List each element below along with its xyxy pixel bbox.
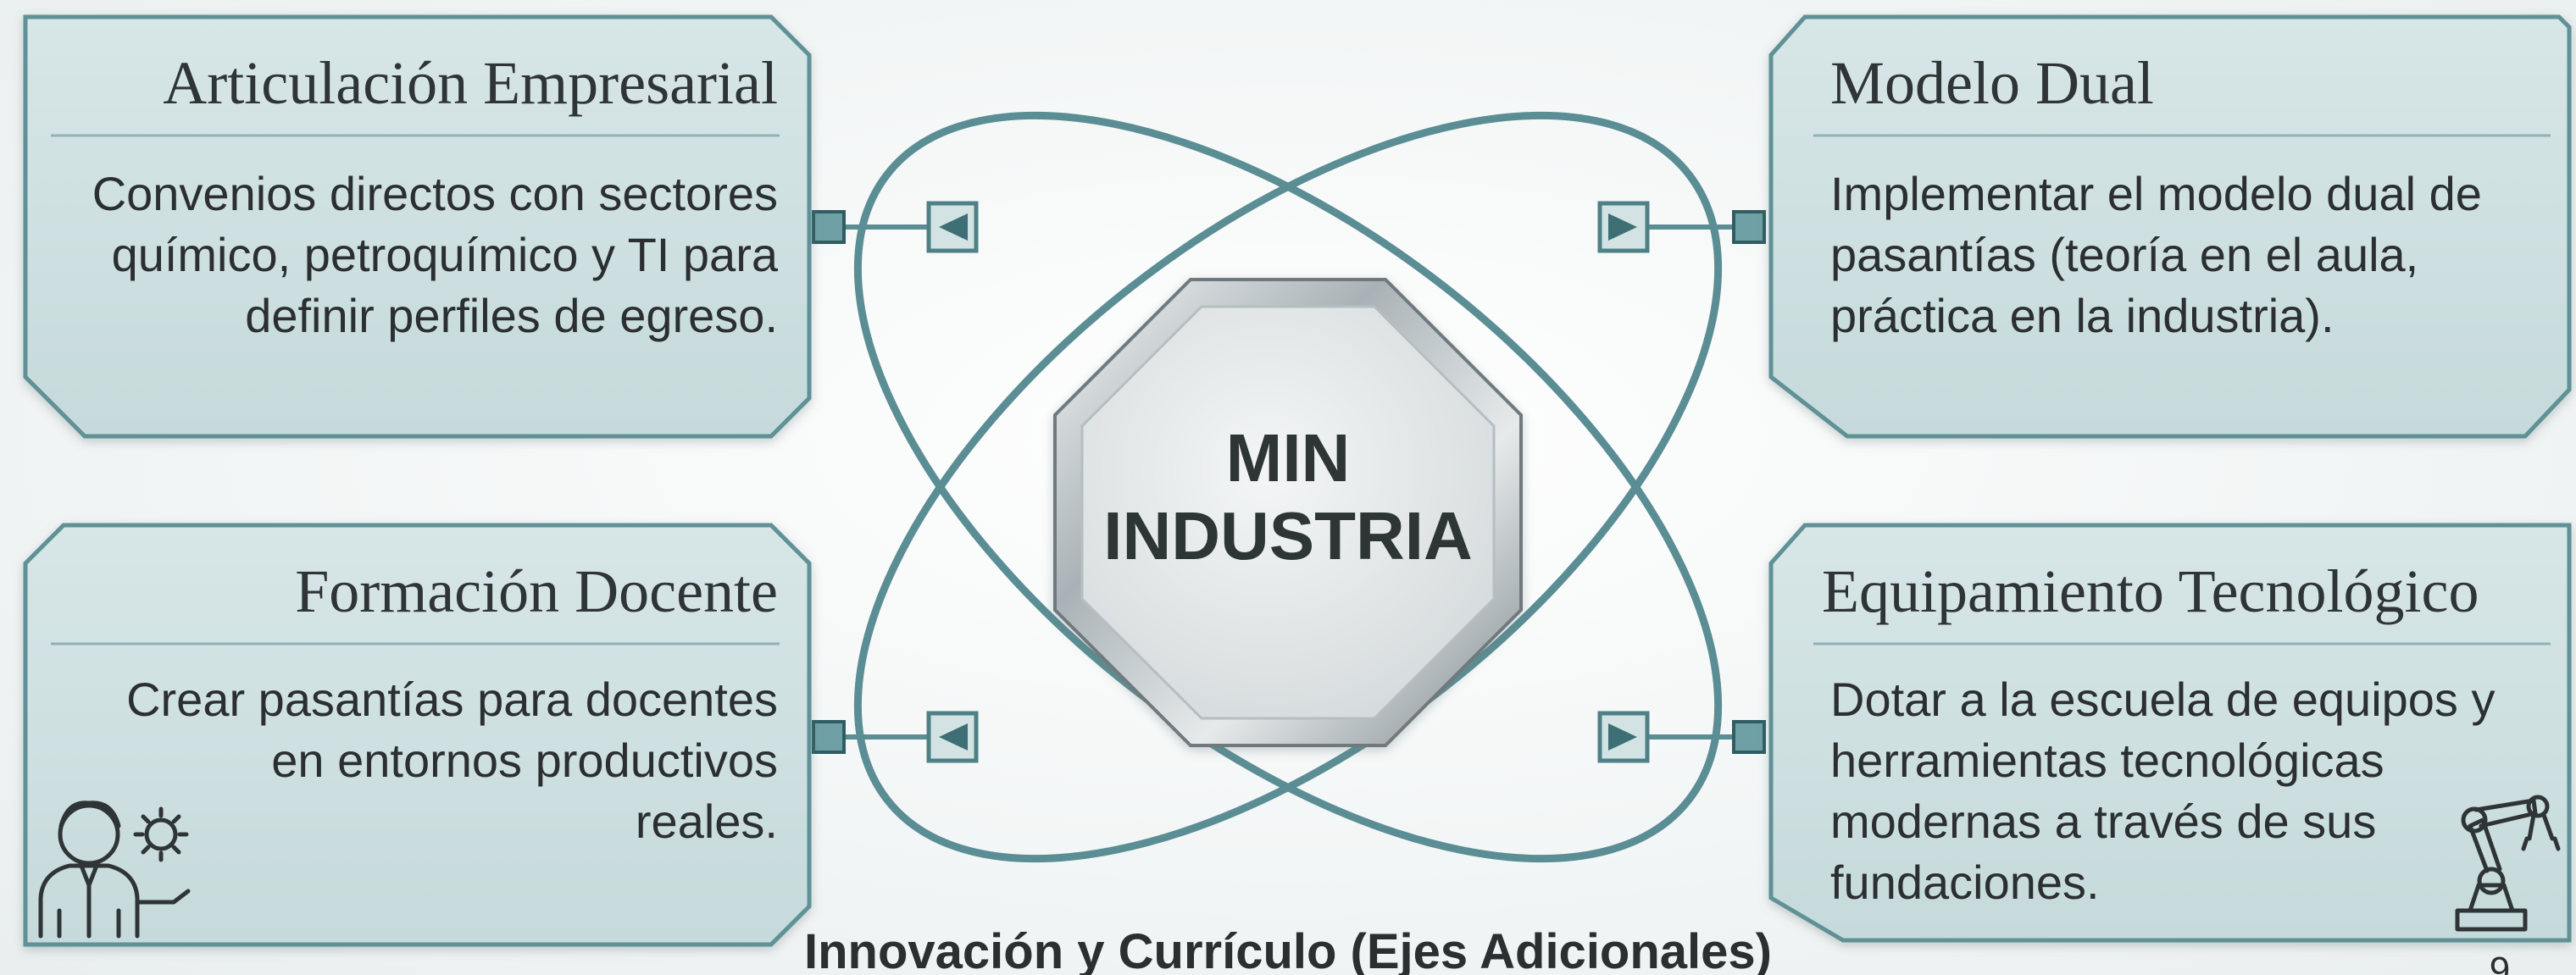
connector-top-left	[812, 201, 979, 253]
card-frame	[1768, 14, 2572, 439]
connector-arrow-right-icon	[1608, 213, 1637, 241]
card-body-line: modernas a través de sus	[1830, 795, 2376, 848]
hub-label-line1: MIN	[1226, 420, 1351, 496]
card-body-line: fundaciones.	[1830, 856, 2100, 909]
connector-arrow-left-icon	[939, 213, 968, 241]
card-body-line: Implementar el modelo dual de	[1830, 167, 2482, 220]
connector-bottom-left	[812, 711, 979, 763]
card-body-line: en entornos productivos	[271, 734, 778, 787]
card-formacion-docente: Formación Docente Crear pasantías para d…	[23, 523, 812, 947]
connector-node-square	[812, 210, 846, 244]
bottom-caption: Innovación y Currículo (Ejes Adicionales…	[804, 924, 1772, 975]
connector-node-square	[1732, 210, 1766, 244]
robot-arm-icon	[2455, 795, 2561, 932]
card-title: Articulación Empresarial	[163, 49, 778, 117]
hub-label-line2: INDUSTRIA	[1103, 498, 1473, 573]
card-frame	[23, 523, 812, 947]
page-number: 9	[2490, 950, 2510, 975]
connector-node-frame	[1597, 201, 1650, 253]
card-body-line: práctica en la industria).	[1830, 289, 2334, 342]
card-title: Formación Docente	[295, 557, 778, 625]
card-body-line: herramientas tecnológicas	[1830, 734, 2384, 787]
card-body-line: Crear pasantías para docentes	[126, 673, 778, 726]
card-title: Modelo Dual	[1830, 49, 2154, 117]
card-body-line: pasantías (teoría en el aula,	[1830, 228, 2418, 281]
connector-top-right	[1597, 201, 1766, 253]
connector-node-square	[1732, 720, 1766, 754]
card-body-line: químico, petroquímico y TI para	[112, 228, 779, 281]
card-frame	[1768, 523, 2572, 943]
connector-bottom-right	[1597, 711, 1766, 763]
card-title: Equipamiento Tecnológico	[1822, 557, 2479, 625]
card-articulacion-empresarial: Articulación Empresarial Convenios direc…	[23, 14, 812, 439]
hub-face	[1080, 305, 1496, 720]
card-body-line: reales.	[636, 795, 778, 848]
connector-arrow-right-icon	[1608, 723, 1637, 751]
card-frame	[23, 14, 812, 439]
connector-node-square	[812, 720, 846, 754]
hub-octagon: MIN INDUSTRIA	[1053, 278, 1523, 747]
card-modelo-dual: Modelo Dual Implementar el modelo dual d…	[1768, 14, 2572, 439]
teacher-gear-icon	[38, 800, 191, 939]
card-body-line: Dotar a la escuela de equipos y	[1830, 673, 2496, 726]
card-body-line: Convenios directos con sectores	[92, 167, 778, 220]
card-equipamiento-tecnologico: Equipamiento Tecnológico Dotar a la escu…	[1768, 523, 2572, 943]
connector-arrow-left-icon	[939, 723, 968, 751]
card-body-line: definir perfiles de egreso.	[245, 289, 778, 342]
